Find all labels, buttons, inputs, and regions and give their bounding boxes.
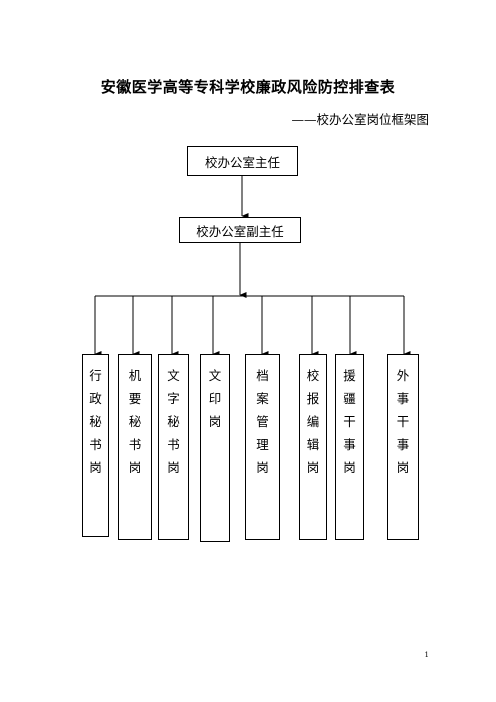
post-char: 书 [167,437,180,452]
post-char: 岗 [167,460,180,475]
post-char: 岗 [89,460,102,475]
post-char: 要 [128,391,142,406]
post-char: 案 [256,391,269,406]
page-subtitle: ——校办公室岗位框架图 [291,112,429,127]
post-char: 干 [396,414,410,429]
post-char: 岗 [128,460,142,475]
post-char: 书 [128,437,142,452]
post-char: 秘 [167,414,180,429]
post-char: 疆 [343,391,356,406]
post-char: 管 [256,414,269,429]
post-char: 书 [89,437,102,452]
post-char: 秘 [89,414,102,429]
post-box-xinjiang-aid: 援疆干事岗 [335,354,364,540]
director-box: 校办公室主任 [187,146,298,176]
post-char: 岗 [343,460,356,475]
post-char: 事 [343,437,356,452]
post-char: 印 [208,391,222,406]
post-char: 校 [306,368,320,383]
post-char: 行 [89,368,102,383]
post-char: 岗 [306,460,320,475]
page-number: 1 [424,651,429,659]
deputy-director-label: 校办公室副主任 [196,223,284,239]
post-box-printing: 文印岗 [200,354,230,542]
post-char: 机 [128,368,142,383]
post-char: 报 [306,391,320,406]
post-char: 秘 [128,414,142,429]
post-char: 事 [396,437,410,452]
post-char: 岗 [208,414,222,429]
director-label: 校办公室主任 [204,154,280,170]
post-char: 文 [167,368,180,383]
post-box-admin-secretary: 行政秘书岗 [82,354,109,537]
post-char: 干 [343,414,356,429]
post-box-confidential-secretary: 机要秘书岗 [118,354,152,540]
page-title: 安徽医学高等专科学校廉政风险防控排查表 [100,78,396,96]
post-char: 援 [343,368,356,383]
post-char: 岗 [396,460,410,475]
post-box-writing-secretary: 文字秘书岗 [158,354,189,540]
post-char: 岗 [256,460,269,475]
post-box-archives: 档案管理岗 [245,354,280,540]
post-char: 辑 [306,437,320,452]
post-char: 文 [208,368,222,383]
post-char: 外 [396,368,410,383]
post-char: 理 [256,437,269,452]
post-char: 事 [396,391,410,406]
post-char: 政 [89,391,102,406]
post-char: 档 [256,368,269,383]
deputy-director-box: 校办公室副主任 [179,217,301,243]
post-box-newspaper-editor: 校报编辑岗 [299,354,327,540]
post-char: 编 [306,414,320,429]
post-box-foreign-affairs: 外事干事岗 [387,354,419,540]
post-char: 字 [167,391,180,406]
